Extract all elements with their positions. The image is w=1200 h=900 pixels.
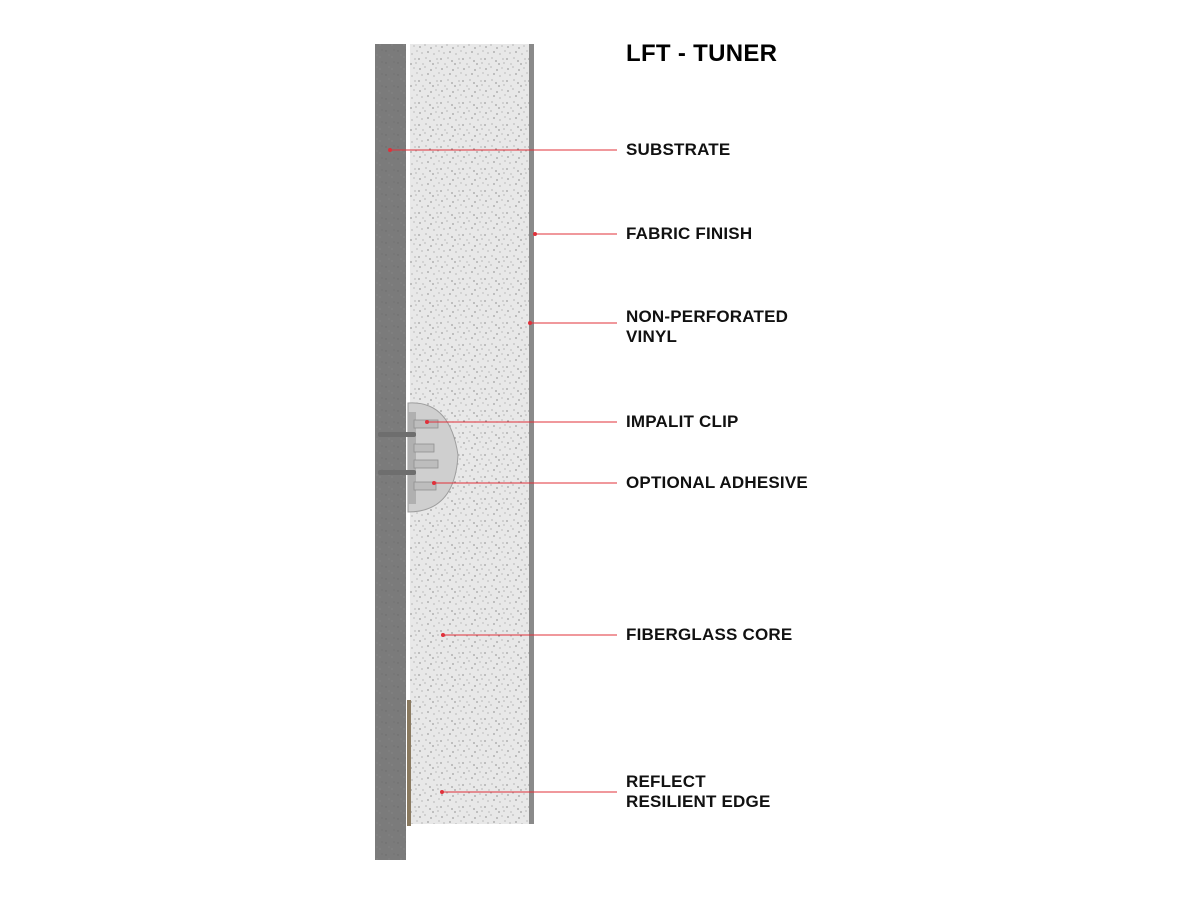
dot-reflect-resilient-edge [440, 790, 444, 794]
label-line: VINYL [626, 327, 678, 346]
clip-tooth-4 [413, 481, 437, 491]
dot-fiberglass-core [441, 633, 445, 637]
fabric-finish-layer [529, 44, 534, 824]
dot-fabric-finish [533, 232, 537, 236]
label-line: RESILIENT EDGE [626, 792, 771, 811]
label-reflect-resilient-edge: REFLECT RESILIENT EDGE [626, 772, 771, 812]
clip-tooth-1 [413, 419, 439, 429]
label-fiberglass-core: FIBERGLASS CORE [626, 625, 792, 645]
dot-impalit-clip [425, 420, 429, 424]
impalit-clip-assembly [378, 402, 459, 513]
clip-tooth-2 [413, 443, 435, 453]
substrate-layer [375, 44, 406, 860]
screw-1 [378, 432, 416, 437]
label-line: REFLECT [626, 772, 706, 791]
clip-tooth-3 [413, 459, 439, 469]
label-line: FABRIC FINISH [626, 224, 753, 243]
label-line: OPTIONAL ADHESIVE [626, 473, 808, 492]
leader-lines [390, 149, 617, 793]
label-substrate: SUBSTRATE [626, 140, 730, 160]
resilient-edge-strip [407, 700, 411, 826]
diagram-title: LFT - TUNER [626, 40, 778, 67]
label-line: IMPALIT CLIP [626, 412, 739, 431]
label-line: SUBSTRATE [626, 140, 731, 159]
label-non-perforated-vinyl: NON-PERFORATED VINYL [626, 307, 788, 347]
dot-non-perforated-vinyl [528, 321, 532, 325]
dot-substrate [388, 148, 392, 152]
label-line: FIBERGLASS CORE [626, 625, 793, 644]
label-impalit-clip: IMPALIT CLIP [626, 412, 739, 432]
label-optional-adhesive: OPTIONAL ADHESIVE [626, 473, 808, 493]
label-line: NON-PERFORATED [626, 307, 789, 326]
clip-plate [408, 412, 416, 504]
screw-2 [378, 470, 416, 475]
dot-optional-adhesive [432, 481, 436, 485]
label-fabric-finish: FABRIC FINISH [626, 224, 752, 244]
leader-dots [388, 148, 537, 794]
